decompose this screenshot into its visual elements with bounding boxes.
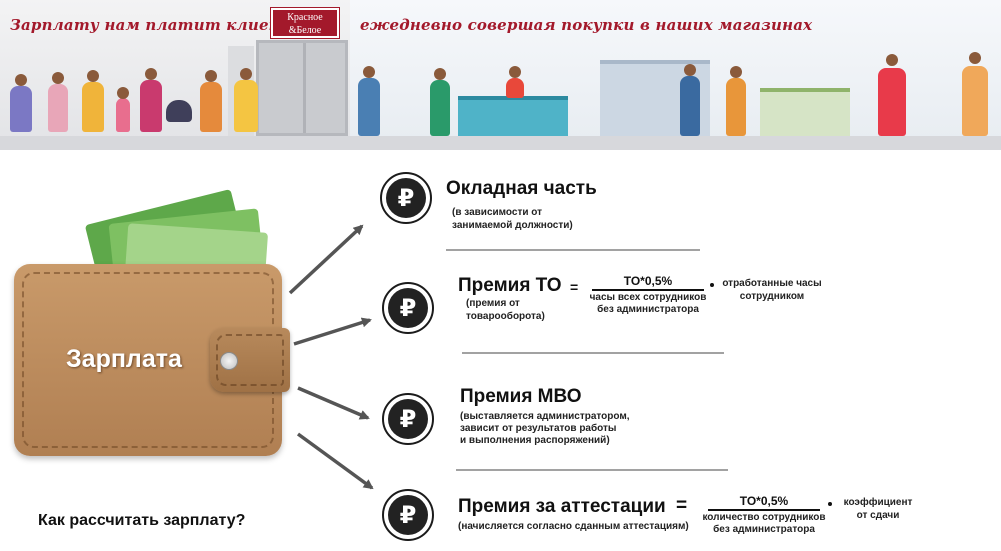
- mbo-bonus-note-line-3: и выполнения распоряжений): [460, 435, 610, 446]
- queue-person-head: [145, 68, 157, 80]
- certification-bonus-note: (начисляется согласно сданным аттестация…: [458, 521, 689, 532]
- banner-right-text: ежедневно совершая покупки в наших магаз…: [360, 16, 813, 34]
- shopper-head: [969, 52, 981, 64]
- base-pay-title: Окладная часть: [446, 178, 597, 199]
- ruble-sign: ₽: [388, 399, 428, 439]
- certification-formula-factor-line-1: коэффициент: [843, 497, 913, 508]
- banner-left-text: Зарплату нам платит клиент,: [10, 16, 302, 34]
- mbo-bonus-note-line-1: (выставляется администратором,: [460, 411, 630, 422]
- turnover-formula-denominator-line-2: без администратора: [597, 304, 699, 315]
- arrow-to-mbo-bonus: [297, 386, 370, 420]
- certification-bonus-title: Премия за аттестации: [458, 496, 666, 517]
- queue-person: [48, 84, 68, 132]
- wallet-illustration: Зарплата: [14, 189, 292, 462]
- ruble-sign: ₽: [388, 495, 428, 535]
- arrow-to-turnover-bonus: [293, 317, 372, 346]
- ruble-sign: ₽: [388, 288, 428, 328]
- wallet-button-icon: [220, 352, 238, 370]
- ruble-coin-icon: ₽: [382, 393, 434, 445]
- shopper: [430, 80, 450, 136]
- queue-child: [116, 98, 130, 132]
- arrow-to-base-pay: [288, 224, 364, 295]
- produce-counter: [760, 88, 850, 136]
- cashier-head: [509, 66, 521, 78]
- queue-person: [200, 82, 222, 132]
- turnover-bonus-note-line-2: товарооборота): [466, 311, 545, 322]
- certification-formula-fraction-bar: [708, 509, 820, 511]
- certification-formula-denominator-line-2: без администратора: [713, 524, 815, 535]
- brand-logo-line-1: Красное: [287, 12, 323, 23]
- queue-person: [234, 80, 258, 132]
- stroller: [166, 100, 192, 122]
- shopper-head: [363, 66, 375, 78]
- queue-person: [82, 82, 104, 132]
- turnover-bonus-equals: =: [570, 279, 579, 295]
- shopper: [680, 76, 700, 136]
- banner-floor: [0, 136, 1001, 150]
- turnover-formula-factor-line-2: сотрудником: [739, 291, 805, 302]
- shopper-head: [730, 66, 742, 78]
- shopper: [962, 66, 988, 136]
- queue-person-head: [205, 70, 217, 82]
- queue-person: [140, 80, 162, 132]
- question-text: Как рассчитать зарплату?: [38, 512, 246, 529]
- turnover-bonus-note-line-1: (премия от: [466, 298, 520, 309]
- mbo-bonus-note-line-2: зависит от результатов работы: [460, 423, 617, 434]
- queue-person: [10, 86, 32, 132]
- cashier: [506, 78, 524, 98]
- checkout-counter: [458, 96, 568, 136]
- shopper: [878, 68, 906, 136]
- banner: Зарплату нам платит клиент, Красное &Бел…: [0, 0, 1001, 150]
- wallet-strap: [210, 328, 290, 392]
- mbo-bonus-title: Премия МВО: [460, 386, 582, 407]
- shopper-head: [684, 64, 696, 76]
- turnover-formula-factor-line-1: отработанные часы: [722, 278, 822, 289]
- ruble-coin-icon: ₽: [380, 172, 432, 224]
- shopper-head: [434, 68, 446, 80]
- turnover-formula-denominator-line-1: часы всех сотрудников: [589, 292, 707, 303]
- ruble-sign: ₽: [386, 178, 426, 218]
- base-pay-note-line-1: (в зависимости от: [452, 207, 543, 218]
- base-pay-note-line-2: занимаемой должности): [452, 220, 573, 231]
- shopper: [726, 78, 746, 136]
- certification-bonus-equals: =: [676, 495, 688, 516]
- queue-child-head: [117, 87, 129, 99]
- queue-person-head: [240, 68, 252, 80]
- shopper: [358, 78, 380, 136]
- certification-formula-numerator: ТО*0,5%: [739, 494, 789, 508]
- brand-logo-line-2: &Белое: [288, 25, 322, 36]
- multiply-dot: [828, 502, 832, 506]
- certification-formula-denominator-line-1: количество сотрудников: [702, 512, 826, 523]
- turnover-formula-numerator: ТО*0,5%: [623, 274, 673, 288]
- turnover-bonus-title: Премия ТО: [458, 275, 562, 296]
- turnover-formula-fraction-bar: [592, 289, 704, 291]
- arrow-to-certification-bonus: [296, 432, 374, 490]
- queue-person-head: [87, 70, 99, 82]
- queue-person-head: [15, 74, 27, 86]
- ruble-coin-icon: ₽: [382, 282, 434, 334]
- brand-logo: Красное &Белое: [270, 7, 340, 39]
- wallet-label: Зарплата: [66, 345, 182, 373]
- certification-formula-factor-line-2: от сдачи: [856, 510, 900, 521]
- multiply-dot: [710, 283, 714, 287]
- ruble-coin-icon: ₽: [382, 489, 434, 541]
- store-door: [256, 40, 348, 136]
- shopper-head: [886, 54, 898, 66]
- queue-person-head: [52, 72, 64, 84]
